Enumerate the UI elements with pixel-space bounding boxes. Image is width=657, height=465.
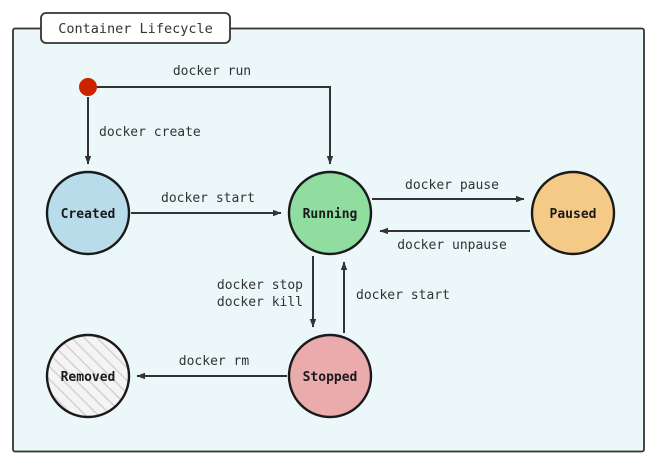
container-title: Container Lifecycle bbox=[58, 21, 212, 37]
edge-docker-start: docker start bbox=[131, 191, 282, 217]
container-title-box bbox=[40, 12, 231, 44]
state-node-removed[interactable]: Removed bbox=[45, 333, 131, 419]
state-node-running[interactable]: Running bbox=[287, 170, 373, 256]
edge-docker-pause: docker pause bbox=[372, 178, 525, 203]
state-circle-removed[interactable] bbox=[45, 333, 131, 419]
edge-label-docker-restart: docker start bbox=[356, 288, 450, 303]
state-label-running: Running bbox=[303, 207, 358, 222]
edge-docker-rm: docker rm bbox=[136, 354, 287, 380]
edge-label-docker-create: docker create bbox=[99, 125, 201, 140]
state-label-paused: Paused bbox=[550, 207, 597, 222]
edge-label-docker-stop-line1: docker stop bbox=[217, 278, 303, 293]
state-circle-created[interactable] bbox=[45, 170, 131, 256]
state-node-created[interactable]: Created bbox=[45, 170, 131, 256]
state-circle-running[interactable] bbox=[287, 170, 373, 256]
edge-label-docker-rm: docker rm bbox=[179, 354, 250, 369]
edge-label-docker-kill-line2: docker kill bbox=[217, 295, 303, 310]
edge-docker-stop: docker stop docker kill bbox=[217, 256, 317, 328]
edge-docker-create: docker create bbox=[84, 97, 201, 165]
edge-label-docker-pause: docker pause bbox=[405, 178, 499, 193]
edge-label-docker-unpause: docker unpause bbox=[397, 238, 507, 253]
state-circle-paused[interactable] bbox=[530, 170, 616, 256]
edge-docker-run: docker run bbox=[97, 64, 334, 165]
state-label-removed: Removed bbox=[61, 370, 116, 385]
state-node-stopped[interactable]: Stopped bbox=[287, 333, 373, 419]
state-node-paused[interactable]: Paused bbox=[530, 170, 616, 256]
edge-docker-restart: docker start bbox=[340, 261, 450, 333]
edge-label-docker-start: docker start bbox=[161, 191, 255, 206]
edge-docker-unpause: docker unpause bbox=[379, 227, 530, 253]
state-circle-stopped[interactable] bbox=[287, 333, 373, 419]
edge-label-docker-run: docker run bbox=[173, 64, 251, 79]
state-label-stopped: Stopped bbox=[303, 370, 358, 385]
start-node[interactable] bbox=[79, 78, 97, 96]
state-label-created: Created bbox=[61, 207, 116, 222]
